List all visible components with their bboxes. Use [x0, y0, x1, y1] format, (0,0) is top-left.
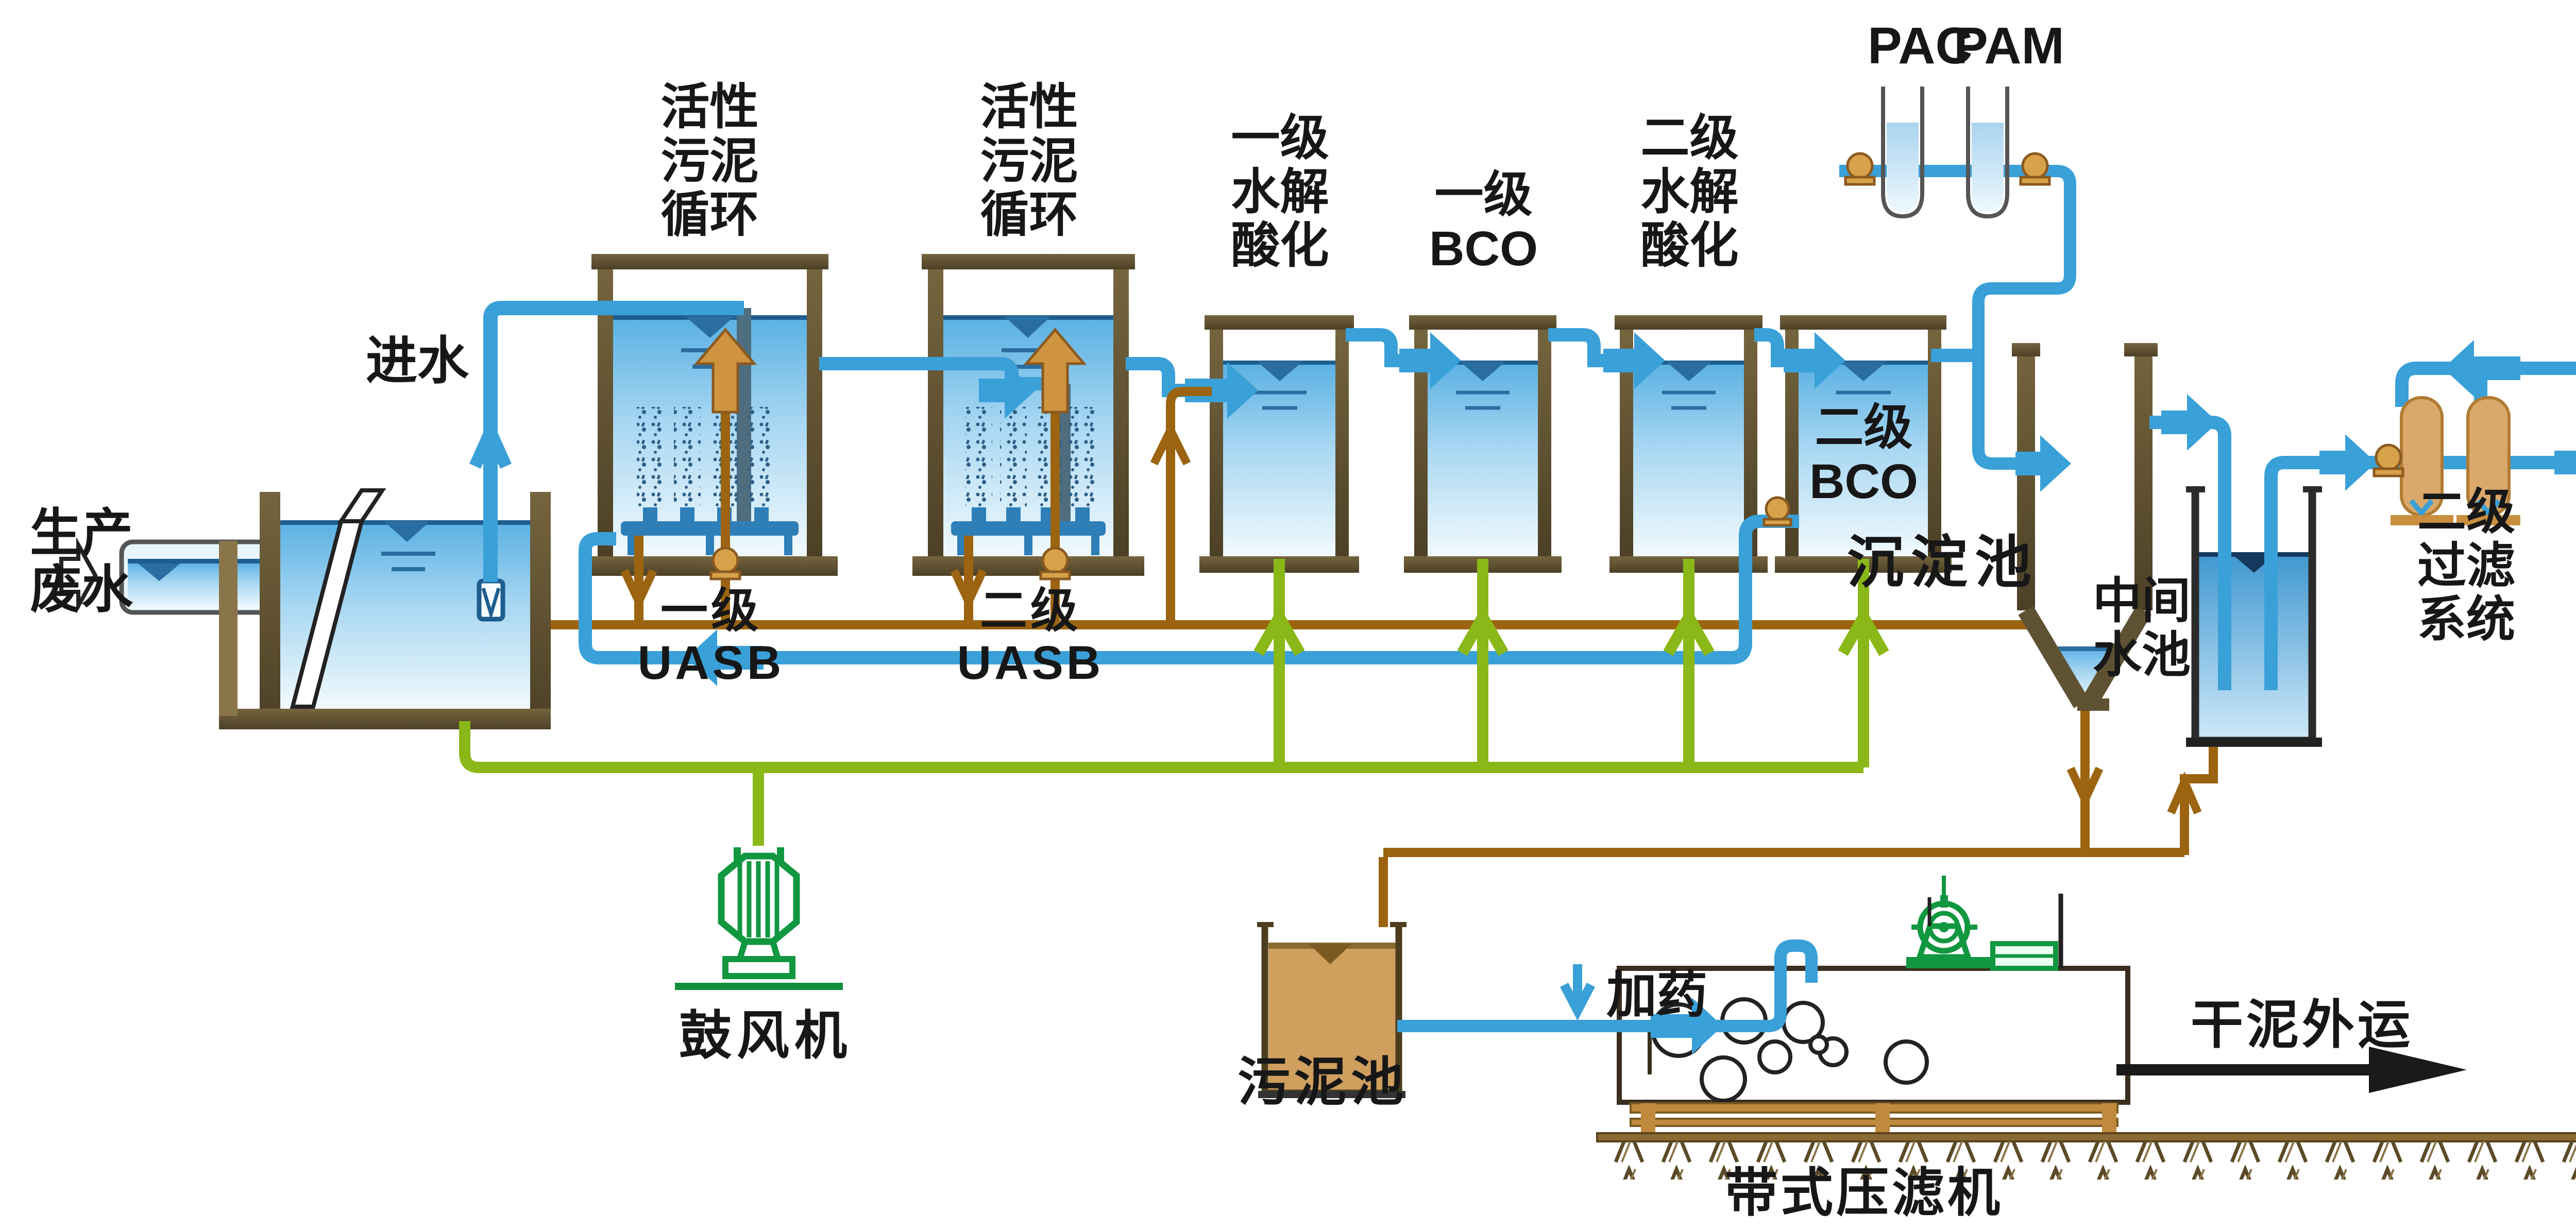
influent-riser-pipe	[469, 301, 744, 582]
uasb2-recycle-arrow	[1023, 328, 1087, 414]
sludge-waste-main-pipe	[1379, 707, 2218, 927]
to-clear-tank-arrow	[2554, 451, 2576, 474]
inlet-hollow-arrow-icon	[59, 537, 98, 614]
hydrolysis1-inlet-arrow	[1185, 362, 1258, 419]
intermediate-inlet-arrow	[2161, 394, 2218, 451]
influent-label: 进水	[366, 332, 469, 390]
dry-sludge-arrow	[2116, 1047, 2467, 1093]
hydrolysis2-to-bco2-pipe	[1754, 328, 1788, 367]
bar-screen	[290, 488, 386, 709]
hydrolysis1-sludge-feed-pipe	[1150, 387, 1212, 625]
bco1-tank	[1404, 315, 1562, 573]
filter-vessel-2	[2456, 396, 2520, 525]
sludge-tank-label: 污泥池	[1238, 1053, 1408, 1112]
dosing-label: 加药	[1606, 966, 1708, 1023]
press-feed-arrow	[1651, 998, 1723, 1054]
uasb1-recycle-pump	[709, 546, 741, 580]
dosing-header-pipe	[1839, 165, 2076, 470]
return-flow-arrow	[686, 629, 764, 686]
pam-bottle	[1966, 87, 2009, 219]
uasb2-tank	[912, 254, 1144, 576]
hydrolysis1-to-bco1-pipe	[1346, 328, 1403, 367]
blower-label: 鼓风机	[679, 1006, 852, 1065]
uasb1-name-label: 一级UASB	[637, 585, 785, 690]
uasb2-bubble-columns	[965, 407, 1096, 507]
equalization-tank	[219, 492, 551, 729]
backwash-arrow	[2443, 340, 2520, 397]
intermediate-water-tank	[2186, 486, 2322, 747]
filter-feed-pump	[2372, 443, 2404, 477]
belt-press-label: 带式压滤机	[1725, 1164, 2003, 1222]
sludge-holding-tank	[1257, 922, 1406, 1098]
uasb1-title-label: 活性 污泥 循环	[660, 80, 759, 242]
uasb2-title-label: 活性 污泥 循环	[980, 80, 1078, 242]
press-motor	[1906, 876, 2063, 971]
hydrolysis2-inlet-arrow	[1603, 332, 1665, 389]
production-wastewater-label: 生产 废水	[30, 504, 133, 619]
intermediate-tank-label: 中间 水池	[2092, 574, 2191, 682]
uasb1-recycle-arrow	[693, 328, 757, 414]
sedimentation-tank	[2012, 343, 2158, 711]
filter-feed-pipe	[2264, 456, 2576, 690]
sludge-dosing-pipe	[1397, 939, 1818, 1032]
pac-label: PAC	[1868, 17, 1973, 75]
pam-label: PAM	[1954, 17, 2064, 75]
blower	[675, 847, 843, 990]
submersible-pump	[477, 578, 505, 622]
bco2-inlet-arrow	[1784, 332, 1845, 389]
uasb2-recycle-pump	[1039, 546, 1071, 580]
bco2-return-pump	[1762, 496, 1792, 527]
uasb2-sparger	[951, 507, 1106, 555]
hydrolysis2-tank	[1609, 315, 1768, 573]
uasb2-inlet-arrow	[979, 362, 1036, 419]
uasb2-to-hydrolysis1-pipe	[1126, 357, 1195, 397]
bco1-to-hydrolysis2-pipe	[1548, 328, 1607, 367]
effluent-return-pipe	[579, 515, 1799, 664]
dosing-pumps	[1844, 152, 2051, 186]
hydrolysis1-title-label: 一级 水解 酸化	[1231, 111, 1329, 273]
bco2-tank	[1775, 315, 1952, 573]
sedimentation-label: 沉淀池	[1847, 531, 2039, 594]
dry-sludge-label: 干泥外运	[2191, 996, 2413, 1054]
filter-feed-arrow	[2319, 434, 2376, 491]
hydrolysis2-title-label: 二级 水解 酸化	[1640, 111, 1739, 273]
press-base	[1630, 1102, 2119, 1132]
bco1-inlet-arrow	[1399, 332, 1461, 389]
bco1-title-label: 一级 BCO	[1429, 167, 1538, 276]
hydrolysis1-tank	[1199, 315, 1359, 573]
bco2-inside-label: 二级 BCO	[1809, 400, 1919, 509]
uasb2-name-label: 二级UASB	[957, 585, 1104, 690]
filter-system-label: 二级 过滤 系统	[2417, 485, 2515, 647]
sedimentation-inlet-arrow	[2015, 435, 2071, 492]
pac-bottle	[1881, 87, 1924, 219]
uasb1-recycle-riser	[620, 407, 730, 625]
air-main-pipe	[459, 559, 1889, 846]
uasb2-recycle-riser	[950, 407, 1060, 625]
